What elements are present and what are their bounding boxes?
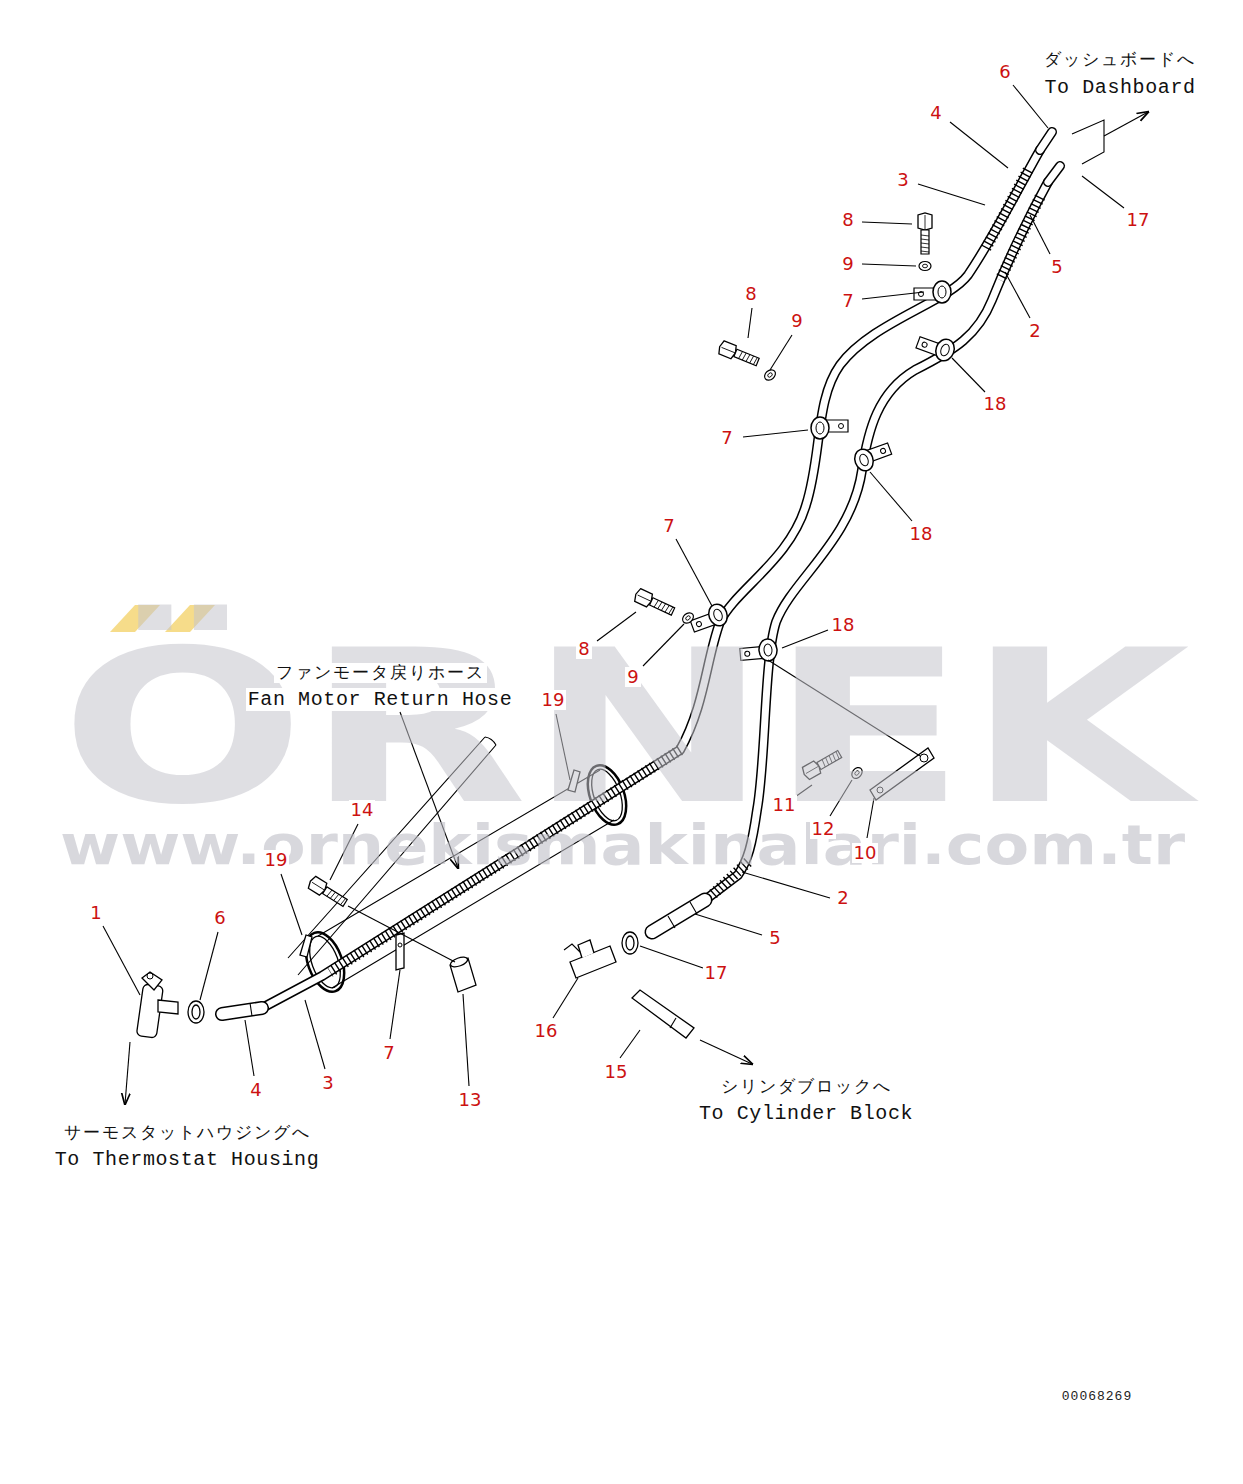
callout-number: 19 [263, 850, 290, 871]
callout-number: 7 [840, 291, 855, 312]
callout-number: 3 [895, 170, 910, 191]
callout-number: 9 [840, 254, 855, 275]
callout-number: 15 [603, 1062, 630, 1083]
callout-number: 2 [835, 888, 850, 909]
watermark: www.ornekismakinalari.com.tr [60, 817, 1185, 873]
callout-number: 7 [381, 1043, 396, 1064]
callout-number: 3 [320, 1073, 335, 1094]
callout-number: 7 [661, 516, 676, 537]
callout-number: 18 [982, 394, 1009, 415]
annotation-text: ダッシュボードへ [1042, 50, 1198, 70]
annotation-text: To Cylinder Block [697, 1102, 915, 1125]
callout-number: 4 [248, 1080, 263, 1101]
annotation-text: Fan Motor Return Hose [246, 688, 515, 711]
callout-number: 9 [625, 667, 640, 688]
callout-number: 8 [743, 284, 758, 305]
callout-number: 2 [1027, 321, 1042, 342]
callout-number: 18 [908, 524, 935, 545]
callout-number: 11 [771, 795, 798, 816]
drawing-number: 00068269 [1062, 1390, 1132, 1405]
leader-lines [103, 85, 1124, 1086]
callout-number: 14 [349, 800, 376, 821]
callout-number: 1 [88, 903, 103, 924]
callout-number: 6 [212, 908, 227, 929]
annotation-text: シリンダブロックへ [719, 1077, 894, 1097]
callout-number: 17 [1125, 210, 1152, 231]
callout-number: 8 [576, 639, 591, 660]
annotation-text: ファンモータ戻りホース [274, 663, 487, 683]
callout-number: 8 [840, 210, 855, 231]
hoses [222, 132, 1060, 1016]
callout-number: 12 [810, 819, 837, 840]
fasteners [307, 213, 934, 992]
callout-number: 9 [789, 311, 804, 332]
arrows [125, 112, 1148, 1104]
callout-number: 16 [533, 1021, 560, 1042]
callout-number: 13 [457, 1090, 484, 1111]
callout-number: 6 [997, 62, 1012, 83]
watermark: ÖRNEK [60, 622, 1190, 834]
fittings [136, 932, 694, 1038]
callout-number: 19 [540, 690, 567, 711]
callout-number: 18 [830, 615, 857, 636]
annotation-text: サーモスタットハウジングへ [62, 1123, 313, 1143]
callout-number: 5 [767, 928, 782, 949]
callout-number: 5 [1049, 257, 1064, 278]
annotation-text: To Dashboard [1042, 76, 1197, 99]
callout-number: 4 [928, 103, 943, 124]
callout-number: 17 [703, 963, 730, 984]
callout-number: 10 [852, 843, 879, 864]
callout-number: 7 [719, 428, 734, 449]
annotation-text: To Thermostat Housing [53, 1148, 322, 1171]
